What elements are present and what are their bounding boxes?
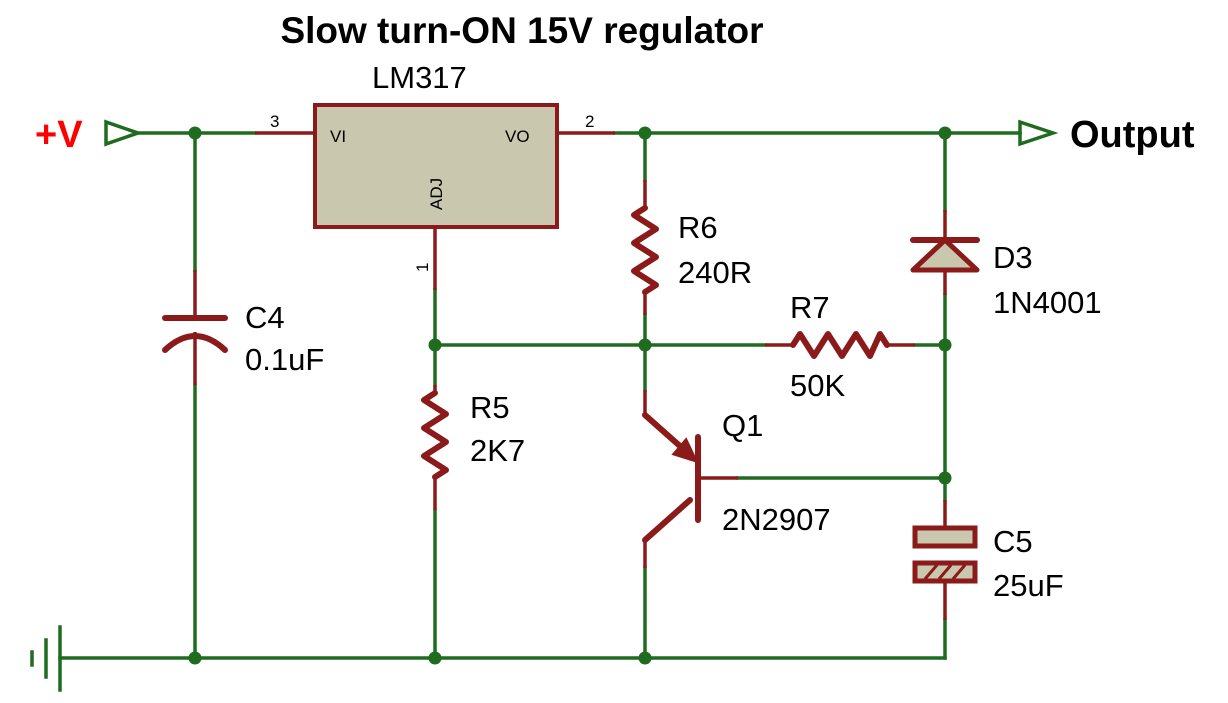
c5-hatch-icon <box>923 564 967 580</box>
c5-value: 25uF <box>993 568 1064 603</box>
input-label: +V <box>35 114 83 156</box>
junction-dot <box>938 126 952 140</box>
pin-adj-number: 1 <box>413 263 432 272</box>
capacitor-c5: C5 25uF <box>912 500 1064 620</box>
junction-dot <box>638 338 652 352</box>
c5-positive-plate-icon <box>912 525 978 549</box>
r6-ref: R6 <box>678 210 718 245</box>
junction-dots <box>188 126 952 665</box>
r7-zigzag-icon <box>790 331 890 359</box>
c4-value: 0.1uF <box>245 342 324 377</box>
ground-icon <box>30 625 62 692</box>
diode-d3: D3 1N4001 <box>910 210 1102 320</box>
junction-dot <box>428 651 442 665</box>
c4-ref: C4 <box>245 300 285 335</box>
r7-ref: R7 <box>790 290 830 325</box>
junction-dot <box>428 338 442 352</box>
resistor-r7: R7 50K <box>765 290 915 403</box>
r5-value: 2K7 <box>470 433 525 468</box>
transistor-q1: Q1 2N2907 <box>642 390 831 568</box>
c4-curved-plate-icon <box>162 333 228 353</box>
input-arrow-icon <box>104 119 144 147</box>
pin-vi-label: VI <box>330 127 346 146</box>
junction-dot <box>188 651 202 665</box>
resistor-r6: R6 240R <box>631 180 752 315</box>
q1-emitter-arrow-icon <box>671 437 699 464</box>
ic-body <box>313 103 559 229</box>
pin-vo-label: VO <box>505 127 530 146</box>
wires <box>58 131 1022 660</box>
input-terminal: +V <box>35 114 144 156</box>
capacitor-c4: C4 0.1uF <box>162 270 324 385</box>
r5-zigzag-icon <box>421 390 449 480</box>
resistor-r5: R5 2K7 <box>421 385 525 510</box>
output-arrow-icon <box>1018 119 1059 147</box>
q1-collector-icon <box>642 497 693 543</box>
pin-vi-number: 3 <box>270 112 279 131</box>
junction-dot <box>188 126 202 140</box>
junction-dot <box>638 651 652 665</box>
junction-dot <box>938 471 952 485</box>
output-terminal: Output <box>1018 114 1195 156</box>
r7-value: 50K <box>790 368 845 403</box>
d3-triangle-icon <box>910 237 980 273</box>
ic-name: LM317 <box>372 60 467 95</box>
r6-value: 240R <box>678 255 752 290</box>
pin-adj-label: ADJ <box>427 178 446 210</box>
q1-value: 2N2907 <box>722 502 831 537</box>
diagram-title: Slow turn-ON 15V regulator <box>280 10 763 51</box>
q1-ref: Q1 <box>722 408 763 443</box>
output-label: Output <box>1070 114 1195 156</box>
junction-dot <box>638 126 652 140</box>
c5-ref: C5 <box>993 524 1033 559</box>
r6-zigzag-icon <box>631 205 659 295</box>
lm317-regulator: LM317 VI VO ADJ 3 2 1 <box>255 60 615 290</box>
d3-value: 1N4001 <box>993 285 1102 320</box>
pin-vo-number: 2 <box>585 112 594 131</box>
d3-ref: D3 <box>993 240 1033 275</box>
r5-ref: R5 <box>470 390 510 425</box>
junction-dot <box>938 338 952 352</box>
